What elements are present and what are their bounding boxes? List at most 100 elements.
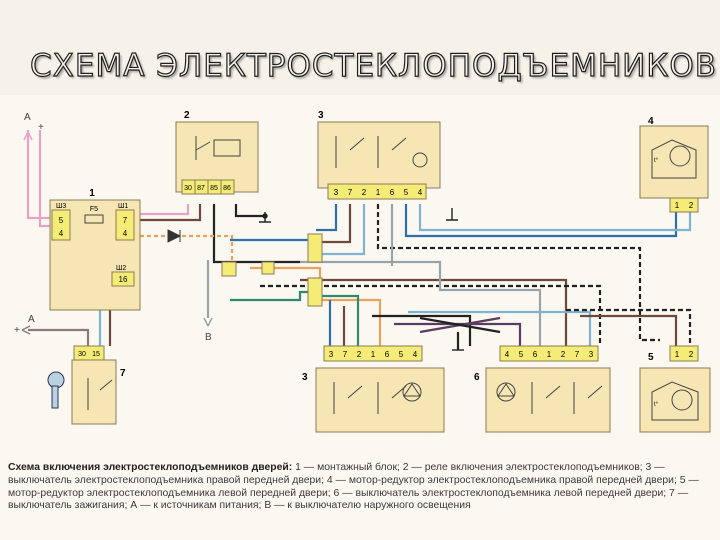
wire-bus-black [260, 284, 602, 346]
pin-sw6-1: 5 [519, 350, 524, 359]
pin-sw3b-6: 4 [413, 350, 418, 359]
label-switch-left: 6 [474, 372, 480, 383]
label-plus-top: + [38, 122, 44, 133]
switch-right-bottom-pins: 3 7 2 1 6 5 4 [323, 345, 423, 362]
arrow-a-top-icon [23, 131, 33, 141]
switch-right-bottom: 3 7 2 1 6 5 4 3 [302, 345, 445, 433]
pin-ign-15: 15 [92, 351, 100, 358]
pin-sw6-6: 3 [589, 350, 594, 359]
pin-sw3b-1: 7 [343, 350, 348, 359]
wire-sw3-brown [316, 204, 352, 244]
caption-heading: Схема включения электростеклоподъемников… [8, 462, 293, 473]
motor-right-icon [669, 145, 691, 167]
label-ignition: 7 [120, 368, 126, 379]
pin-sw3t-5: 5 [404, 188, 409, 197]
switch-left: 4 5 6 1 2 7 3 6 [474, 345, 611, 433]
wire-sw3-lightblue-2 [418, 204, 692, 232]
relay: 30 87 85 86 2 [175, 110, 259, 195]
wire-sw3-lightblue [316, 204, 366, 256]
pin-sw3t-4: 6 [390, 188, 395, 197]
wire-pink-plus [38, 130, 50, 228]
arrow-a-left-icon [21, 325, 31, 335]
ground-icon [262, 213, 268, 219]
caption-text: 1 — монтажный блок; 2 — реле включения э… [8, 462, 699, 512]
figure-caption: Схема включения электростеклоподъемников… [8, 462, 714, 513]
wire-sw3-blue-2 [404, 204, 678, 238]
conn-w2-label: Ш2 [116, 265, 126, 272]
pin-block-r1: 7 [123, 216, 128, 225]
wire-relay-30 [140, 204, 190, 216]
label-motor-left: 5 [648, 352, 654, 363]
pin-sw3t-2: 2 [362, 188, 367, 197]
pin-block-w2: 16 [119, 275, 128, 284]
wire-cross-2 [419, 316, 501, 334]
pin-motor4-1: 1 [675, 201, 680, 210]
pin-block-l2: 4 [59, 229, 64, 238]
label-switch-right-bottom: 3 [302, 372, 308, 383]
pin-relay-85: 85 [210, 185, 218, 192]
wire-pink-a [26, 130, 50, 220]
label-source-a-left: А [28, 314, 35, 325]
wire-sw3b-purple [394, 322, 522, 346]
pin-sw3b-4: 6 [385, 350, 390, 359]
wire-bus-green [230, 290, 318, 302]
label-plus-left: + [14, 325, 20, 336]
wire-bus-brown [300, 278, 568, 346]
wire-sw3-black [376, 204, 660, 342]
label-switch-right-top: 3 [318, 110, 324, 121]
pin-relay-87: 87 [197, 185, 205, 192]
wire-motor5-2 [566, 308, 692, 346]
diode-icon [167, 229, 182, 243]
wire-power-ignition [28, 328, 90, 346]
pin-relay-86: 86 [223, 185, 231, 192]
pin-relay-30: 30 [184, 185, 192, 192]
motor-left: t° 1 2 5 [639, 345, 711, 433]
switch-right-top: 3 7 2 1 6 5 4 3 [317, 110, 441, 200]
fuse-label: F5 [90, 206, 98, 213]
label-source-a-top: А [24, 112, 31, 123]
pin-sw6-4: 2 [561, 350, 566, 359]
arrow-b-icon [203, 317, 213, 327]
pin-sw3t-6: 4 [418, 188, 423, 197]
label-relay: 2 [184, 110, 190, 121]
ground-icons [259, 208, 464, 351]
pin-sw3t-0: 3 [334, 188, 339, 197]
mount-block: 5 4 7 4 16 F5 Ш3 Ш1 Ш2 1 [49, 188, 141, 311]
wire-relay-86-ground [234, 204, 265, 218]
pin-sw3b-5: 5 [399, 350, 404, 359]
wire-relay-85 [212, 204, 300, 264]
wire-sw3b-black [372, 314, 472, 346]
pin-block-l1: 5 [59, 216, 64, 225]
motor-left-temp: t° [654, 402, 659, 408]
wire-diode [140, 234, 234, 270]
lamp-icon [403, 383, 421, 397]
wiring-diagram: 5 4 7 4 16 F5 Ш3 Ш1 Ш2 1 30 87 85 86 2 [14, 110, 711, 433]
pin-motor4-2: 2 [689, 201, 694, 210]
motor-right-temp: t° [654, 158, 659, 164]
junctions [221, 233, 323, 307]
pin-ign-30: 30 [78, 351, 86, 358]
motor-left-icon [671, 389, 693, 411]
wire-sw3-blue-1 [316, 204, 338, 232]
pin-sw6-2: 6 [533, 350, 538, 359]
key-icon [47, 371, 65, 409]
pin-sw3t-1: 7 [348, 188, 353, 197]
slide-title: СХЕМА ЭЛЕКТРОСТЕКЛОПОДЪЕМНИКОВ [29, 47, 717, 84]
ground-icon [446, 208, 458, 221]
pin-sw6-3: 1 [547, 350, 552, 359]
wire-motor5-1 [580, 314, 678, 346]
wire-relay-87 [140, 204, 202, 222]
label-mount-block: 1 [89, 188, 95, 199]
relay-pins: 30 87 85 86 [181, 179, 235, 195]
label-motor-right: 4 [648, 116, 654, 127]
pin-sw3b-2: 2 [357, 350, 362, 359]
wire-sw3b-lightblue [408, 310, 592, 346]
pin-sw3b-3: 1 [371, 350, 376, 359]
ignition-switch: 30 15 7 [47, 345, 126, 425]
conn-w3-label: Ш3 [56, 203, 66, 210]
motor-right: t° 1 2 4 [639, 116, 709, 213]
wire-bus-gray [300, 260, 542, 346]
pin-block-r2: 4 [123, 229, 128, 238]
pin-motor5-2: 2 [689, 350, 694, 359]
pin-sw6-0: 4 [505, 350, 510, 359]
